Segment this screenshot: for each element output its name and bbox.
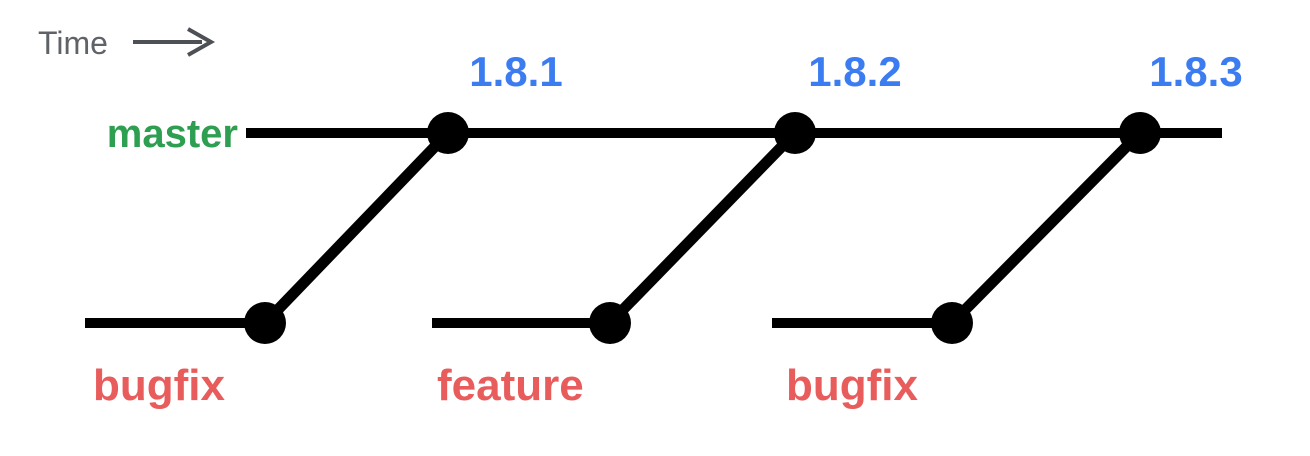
branch-label-bugfix-1: bugfix [93, 361, 226, 410]
branch-commit-dot-2 [589, 302, 631, 344]
time-arrow-icon [133, 27, 216, 57]
release-label-1-8-3: 1.8.3 [1149, 48, 1242, 95]
time-label: Time [38, 25, 108, 61]
branch-label-feature: feature [437, 361, 584, 410]
merge-line-bugfix-1 [259, 127, 454, 329]
master-branch-label: master [107, 112, 238, 156]
release-label-1-8-1: 1.8.1 [469, 48, 562, 95]
branch-commit-dot-3 [931, 302, 973, 344]
branch-commit-dot-1 [244, 302, 286, 344]
release-label-1-8-2: 1.8.2 [808, 48, 901, 95]
merge-line-bugfix-2 [946, 127, 1146, 329]
master-commit-dot-3 [1119, 112, 1161, 154]
master-commit-dot-2 [774, 112, 816, 154]
master-commit-dot-1 [427, 112, 469, 154]
time-arrow-head [187, 27, 216, 57]
merge-line-feature [604, 127, 801, 329]
branch-label-bugfix-2: bugfix [786, 361, 919, 410]
